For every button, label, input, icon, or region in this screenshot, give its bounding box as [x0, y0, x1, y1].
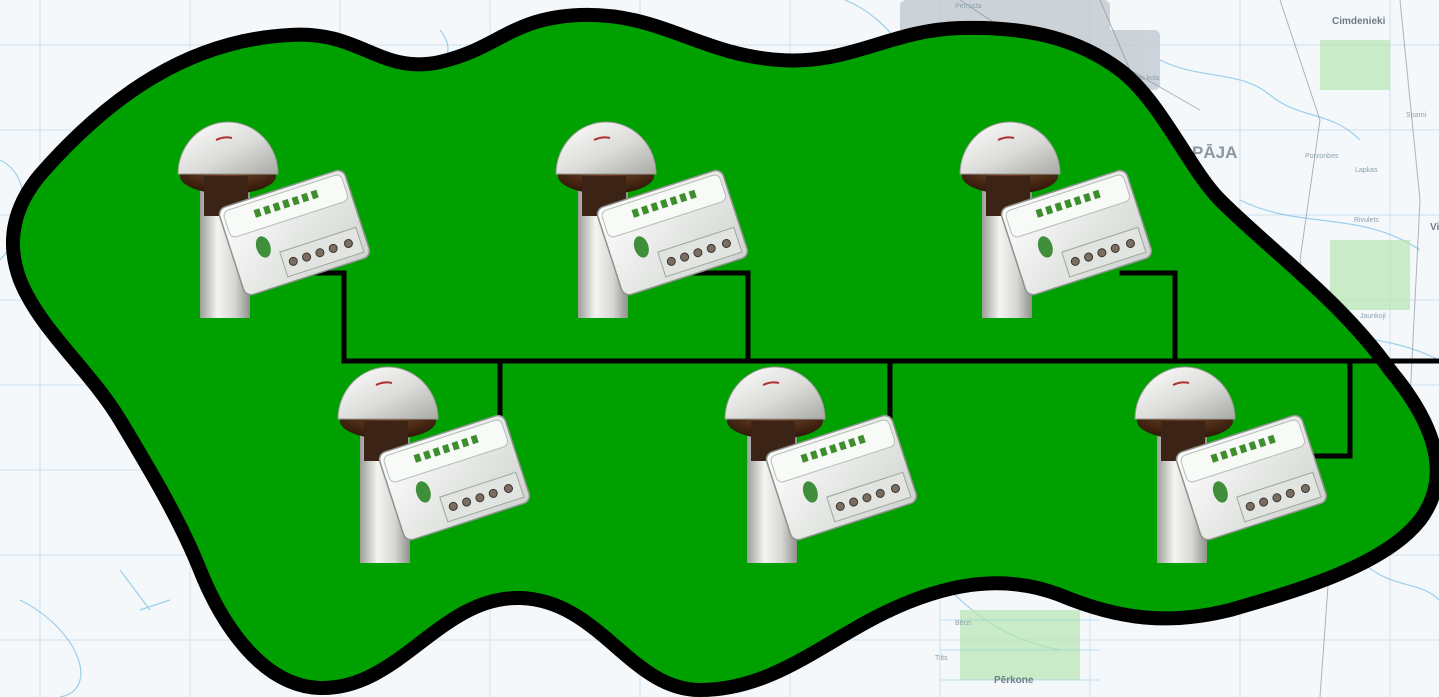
map-minor-label: Tilts — [935, 655, 948, 662]
map-minor-label: Bērzi — [955, 620, 971, 627]
map-minor-label: Vi — [1430, 222, 1439, 233]
map-minor-label: Porzonbes — [1305, 153, 1339, 160]
map-minor-label: Sparni — [1406, 112, 1427, 119]
map-label-cimdenieki: Cimdenieki — [1332, 16, 1386, 27]
map-label-perkone: Pērkone — [994, 675, 1034, 686]
map-minor-label: Rivulets — [1354, 217, 1379, 224]
map-label-paja: PĀJA — [1192, 143, 1237, 162]
map-minor-label: Perrosta — [955, 3, 982, 10]
map-minor-label: Lapkas — [1355, 167, 1378, 174]
map-minor-label: Jaunkoji — [1360, 313, 1386, 320]
